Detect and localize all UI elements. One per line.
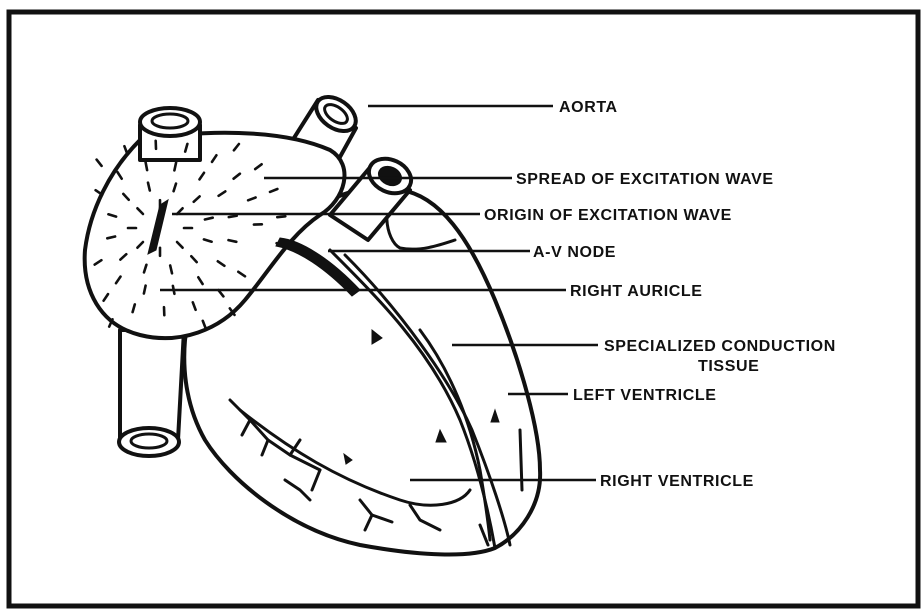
label-right-auricle: RIGHT AURICLE	[570, 283, 703, 300]
excitation-dash	[170, 266, 172, 274]
excitation-dash	[148, 183, 150, 191]
label-left-ventricle: LEFT VENTRICLE	[573, 387, 717, 404]
label-tissue: TISSUE	[698, 358, 759, 375]
excitation-dash	[107, 237, 115, 239]
excitation-dash	[124, 146, 127, 154]
excitation-dash	[229, 216, 237, 217]
excitation-dash	[229, 240, 237, 242]
label-origin-of-excitation-wave: ORIGIN OF EXCITATION WAVE	[484, 207, 732, 224]
label-aorta: AORTA	[559, 99, 618, 116]
excitation-dash	[97, 160, 102, 166]
label-right-ventricle: RIGHT VENTRICLE	[600, 473, 754, 490]
label-av-node: A-V NODE	[533, 244, 616, 261]
vena-cava-lower	[119, 330, 184, 456]
excitation-dash	[146, 162, 148, 170]
excitation-dash	[205, 218, 213, 220]
excitation-dash	[144, 286, 146, 294]
excitation-dash	[174, 163, 176, 171]
label-spread-of-excitation-wave: SPREAD OF EXCITATION WAVE	[516, 171, 774, 188]
excitation-dash	[277, 216, 285, 217]
label-specialized-conduction: SPECIALIZED CONDUCTION	[604, 338, 836, 355]
